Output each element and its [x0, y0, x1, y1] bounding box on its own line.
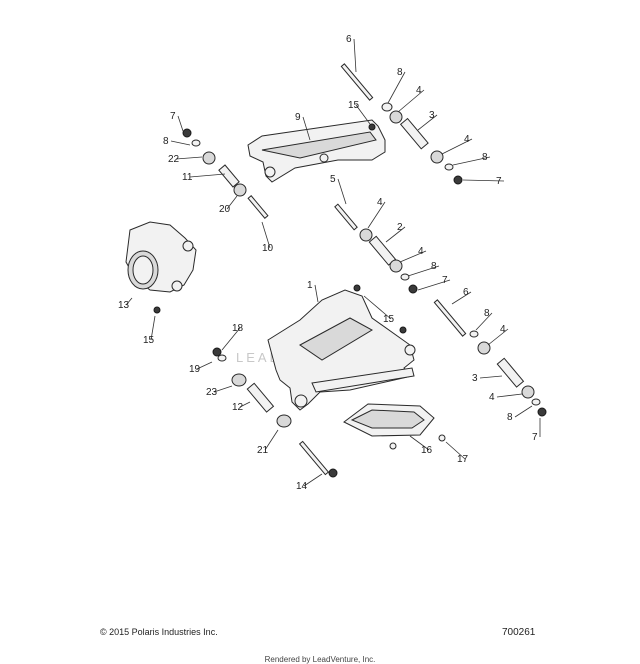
- callout-leader-c8c: [170, 140, 191, 146]
- callout-c3b: 3: [472, 373, 478, 384]
- callout-c8b: 8: [482, 152, 488, 163]
- callout-c4b: 4: [464, 134, 470, 145]
- callout-leader-c7c: [417, 279, 451, 291]
- callout-c7c: 7: [442, 275, 448, 286]
- lower-left-hardware: [212, 347, 338, 478]
- callout-leader-c12: [239, 401, 251, 408]
- callout-c16: 16: [421, 445, 433, 456]
- callout-c11: 11: [182, 172, 193, 183]
- callout-c8d: 8: [431, 261, 437, 272]
- callout-leader-c18: [221, 327, 241, 351]
- callout-c14: 14: [296, 481, 308, 492]
- callout-c1: 1: [307, 280, 313, 291]
- callout-c21: 21: [257, 445, 269, 456]
- callout-leader-c8e: [475, 312, 493, 331]
- callout-c12: 12: [232, 402, 244, 413]
- callout-leader-c5: [337, 178, 347, 205]
- exploded-parts-diagram: LEADVENTURE: [118, 34, 547, 492]
- skid-plate[interactable]: [343, 403, 435, 437]
- callout-c17: 17: [457, 454, 469, 465]
- callout-leader-c15b: [150, 315, 156, 341]
- callout-c13: 13: [118, 300, 130, 311]
- middle-hardware: [334, 203, 418, 294]
- callout-leader-c15c: [363, 295, 392, 320]
- rendered-by-text: Rendered by LeadVenture, Inc.: [264, 655, 376, 664]
- callout-leader-c20: [226, 195, 238, 210]
- callout-leader-c13: [125, 297, 133, 306]
- callout-leader-c7a: [462, 179, 505, 182]
- callout-c10: 10: [262, 243, 274, 254]
- callout-leader-c6b: [451, 291, 472, 305]
- callout-c5: 5: [330, 174, 336, 185]
- callout-leader-c23: [213, 385, 233, 393]
- knuckle-carrier[interactable]: [125, 221, 197, 293]
- callout-c23: 23: [206, 387, 218, 398]
- callout-c4c: 4: [377, 197, 383, 208]
- callout-leader-c6a: [353, 38, 357, 73]
- callout-c15b: 15: [143, 335, 155, 346]
- callout-leader-c22: [175, 156, 203, 160]
- callout-leader-c14: [303, 473, 323, 487]
- callout-leader-c9: [302, 116, 311, 141]
- callout-leader-c19: [196, 361, 213, 370]
- callout-leader-c1: [314, 284, 319, 303]
- small-fasteners: [153, 123, 446, 450]
- callout-c15c: 15: [383, 314, 395, 325]
- callout-c8a: 8: [397, 67, 403, 78]
- callout-leader-c11: [189, 173, 226, 178]
- upper-left-hardware: [182, 128, 269, 219]
- upper-right-hardware: [340, 63, 463, 185]
- callout-c3a: 3: [429, 110, 435, 121]
- callout-c2: 2: [397, 222, 403, 233]
- callout-c4d: 4: [418, 246, 424, 257]
- callout-leader-c4a: [397, 89, 425, 113]
- callout-c18: 18: [232, 323, 244, 334]
- callout-c7a: 7: [496, 176, 502, 187]
- callout-c8f: 8: [507, 412, 513, 423]
- callout-c4f: 4: [489, 392, 495, 403]
- callout-c9: 9: [295, 112, 301, 123]
- callout-c4a: 4: [416, 85, 422, 96]
- callout-c22: 22: [168, 154, 180, 165]
- callout-leader-c8b: [452, 156, 491, 166]
- callout-leader-c7b: [177, 115, 184, 132]
- callout-leader-c15a: [355, 104, 371, 125]
- copyright-text: © 2015 Polaris Industries Inc.: [100, 627, 218, 637]
- callout-leader-c4e: [487, 328, 509, 346]
- callout-leader-c4d: [399, 250, 427, 263]
- callout-c4e: 4: [500, 324, 506, 335]
- callout-c8e: 8: [484, 308, 490, 319]
- callout-c19: 19: [189, 364, 201, 375]
- callout-leader-c8a: [387, 71, 406, 104]
- callout-c7d: 7: [532, 432, 538, 443]
- callout-c6a: 6: [346, 34, 352, 45]
- callout-c20: 20: [219, 204, 231, 215]
- upper-a-arm[interactable]: [247, 119, 386, 183]
- callout-leader-c2: [385, 226, 406, 243]
- callout-leader-c4f: [496, 393, 523, 398]
- callout-leader-c8d: [407, 265, 440, 277]
- callout-c7b: 7: [170, 111, 176, 122]
- callout-leader-c17: [445, 441, 466, 460]
- callout-leader-c3a: [417, 114, 438, 131]
- drawing-number: 700261: [502, 627, 536, 638]
- callout-leader-c10: [261, 221, 271, 249]
- callout-leader-c4c: [367, 201, 386, 229]
- lower-right-hardware: [433, 299, 547, 417]
- callout-c15a: 15: [348, 100, 360, 111]
- callout-leader-c16: [409, 435, 430, 451]
- callout-leader-c4b: [441, 138, 473, 155]
- callout-leader-c3b: [479, 375, 503, 379]
- lower-a-arm[interactable]: [267, 289, 416, 411]
- callout-leader-c21: [264, 429, 279, 451]
- callout-leader-c8f: [514, 405, 533, 418]
- callout-c6b: 6: [463, 287, 469, 298]
- callout-c8c: 8: [163, 136, 169, 147]
